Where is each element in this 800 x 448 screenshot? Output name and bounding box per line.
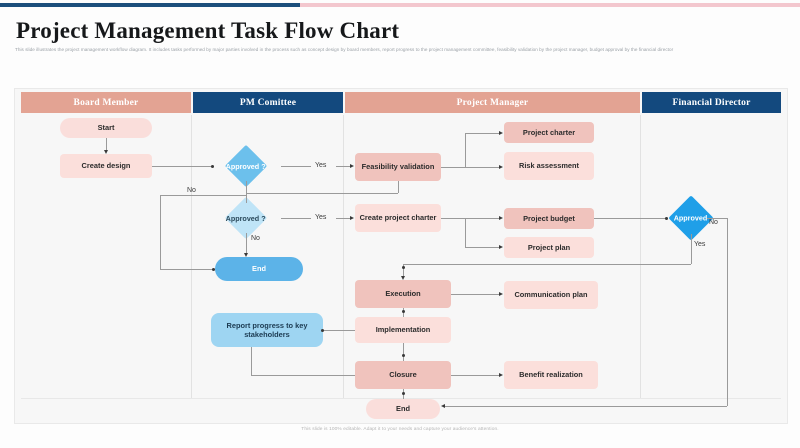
node-risk-assessment[interactable]: Risk assessment xyxy=(504,152,594,180)
node-project-plan[interactable]: Project plan xyxy=(504,237,594,258)
panel-bottom-rule xyxy=(21,398,781,399)
edge-budget-to-approved xyxy=(594,218,668,219)
edge-dot-end-pm xyxy=(212,267,215,271)
arrowhead-create-design xyxy=(104,150,108,154)
page-subtitle: This slide illustrates the project manag… xyxy=(15,47,674,52)
lane-header-financial-director: Financial Director xyxy=(642,92,781,113)
lane-divider-2 xyxy=(343,115,344,398)
arrowhead-benefit-realization xyxy=(499,372,503,377)
arrowhead-project-plan xyxy=(499,244,503,249)
page-title: Project Management Task Flow Chart xyxy=(16,18,400,43)
edge-closure-to-benefit xyxy=(451,375,501,376)
arrowhead-execution xyxy=(401,276,405,280)
edge-to-project-budget xyxy=(465,218,501,219)
edge-dot-end-pmgr xyxy=(401,392,405,395)
node-project-budget[interactable]: Project budget xyxy=(504,208,594,229)
edge-feasibility-split-up xyxy=(465,133,466,167)
edge-feasibility-back-left xyxy=(246,193,398,194)
edge-dot-execution xyxy=(401,266,405,269)
edge-label-no-1: No xyxy=(187,187,196,194)
arrowhead-risk-assessment xyxy=(499,164,503,169)
edge-to-project-charter xyxy=(465,133,501,134)
node-end-pm-comittee[interactable]: End xyxy=(215,257,303,281)
edge-approved1-no-down xyxy=(160,195,161,269)
edge-approved2-no xyxy=(246,233,247,254)
edge-approved1-yes-a xyxy=(281,166,311,167)
edge-fin-yes-v xyxy=(691,234,692,264)
arrowhead-feasibility xyxy=(350,163,354,168)
node-closure[interactable]: Closure xyxy=(355,361,451,389)
edge-feasibility-down xyxy=(398,181,399,193)
edge-start-to-create-design xyxy=(106,138,107,151)
lane-divider-1 xyxy=(191,115,192,398)
edge-label-no-2: No xyxy=(251,235,260,242)
edge-approved1-no-to-end xyxy=(160,269,215,270)
lane-header-board-member: Board Member xyxy=(21,92,191,113)
arrowhead-end-pmgr-right xyxy=(441,403,445,408)
edge-implementation-to-report xyxy=(323,330,365,331)
slide-footer: This slide is 100% editable. Adapt it to… xyxy=(301,427,499,432)
edge-execution-to-communication xyxy=(451,294,501,295)
node-project-charter[interactable]: Project charter xyxy=(504,122,594,143)
node-execution[interactable]: Execution xyxy=(355,280,451,308)
edge-charter-out xyxy=(441,218,465,219)
lane-divider-3 xyxy=(640,115,641,398)
edge-charter-split-down xyxy=(465,218,466,247)
flowchart-panel: Board Member PM Comittee Project Manager… xyxy=(14,88,788,424)
node-implementation[interactable]: Implementation xyxy=(355,317,451,343)
lane-header-pm-comittee: PM Comittee xyxy=(193,92,343,113)
edge-fin-no-h xyxy=(707,218,727,219)
edge-to-risk-assessment xyxy=(465,167,501,168)
node-start[interactable]: Start xyxy=(60,118,152,138)
edge-approved2-yes-b xyxy=(336,218,352,219)
accent-bar-pink xyxy=(300,3,800,7)
node-benefit-realization[interactable]: Benefit realization xyxy=(504,361,598,389)
node-create-design[interactable]: Create design xyxy=(60,154,152,178)
edge-fin-yes-down xyxy=(403,264,404,278)
arrowhead-project-budget xyxy=(499,215,503,220)
edge-fin-no-v xyxy=(727,218,728,406)
edge-report-to-closure xyxy=(251,375,365,376)
edge-approved1-no-h xyxy=(160,195,246,196)
edge-approved1-yes-b xyxy=(336,166,352,167)
edge-label-yes-2: Yes xyxy=(315,214,327,221)
arrowhead-communication-plan xyxy=(499,291,503,296)
edge-create-design-to-approved1 xyxy=(152,166,214,167)
edge-dot-implementation xyxy=(401,310,405,313)
node-approved-financial-label: Approved xyxy=(674,213,708,223)
edge-label-no-fin: No xyxy=(709,219,718,226)
edge-dot-approved-fin xyxy=(665,216,668,220)
node-approved-1-label: Approved ? xyxy=(226,161,266,171)
edge-label-yes-fin: Yes xyxy=(694,241,706,248)
edge-closure-to-end xyxy=(403,389,404,401)
edge-implementation-to-closure xyxy=(403,343,404,361)
node-create-project-charter[interactable]: Create project charter xyxy=(355,204,441,232)
edge-dot-approved1 xyxy=(211,164,214,168)
arrowhead-project-charter xyxy=(499,130,503,135)
node-end-project-manager[interactable]: End xyxy=(366,399,440,419)
edge-approved2-yes-a xyxy=(281,218,311,219)
lane-header-project-manager: Project Manager xyxy=(345,92,640,113)
accent-bar-navy xyxy=(0,3,300,7)
edge-fin-yes-h xyxy=(403,264,691,265)
node-report-progress[interactable]: Report progress to key stakeholders xyxy=(211,313,323,347)
node-approved-2-label: Approved ? xyxy=(226,213,266,223)
edge-label-yes-1: Yes xyxy=(315,162,327,169)
edge-report-down xyxy=(251,347,252,375)
edge-fin-no-to-end xyxy=(445,406,727,407)
edge-feasibility-return-v xyxy=(246,193,247,203)
edge-approved1-no-v xyxy=(246,181,247,195)
arrowhead-create-charter xyxy=(350,215,354,220)
edge-dot-closure-top xyxy=(401,354,405,357)
edge-dot-report-progress xyxy=(321,328,324,332)
edge-to-project-plan xyxy=(465,247,501,248)
edge-feasibility-out xyxy=(441,167,465,168)
node-communication-plan[interactable]: Communication plan xyxy=(504,281,598,309)
node-feasibility-validation[interactable]: Feasibility validation xyxy=(355,153,441,181)
arrowhead-end-pm-top xyxy=(244,253,248,257)
